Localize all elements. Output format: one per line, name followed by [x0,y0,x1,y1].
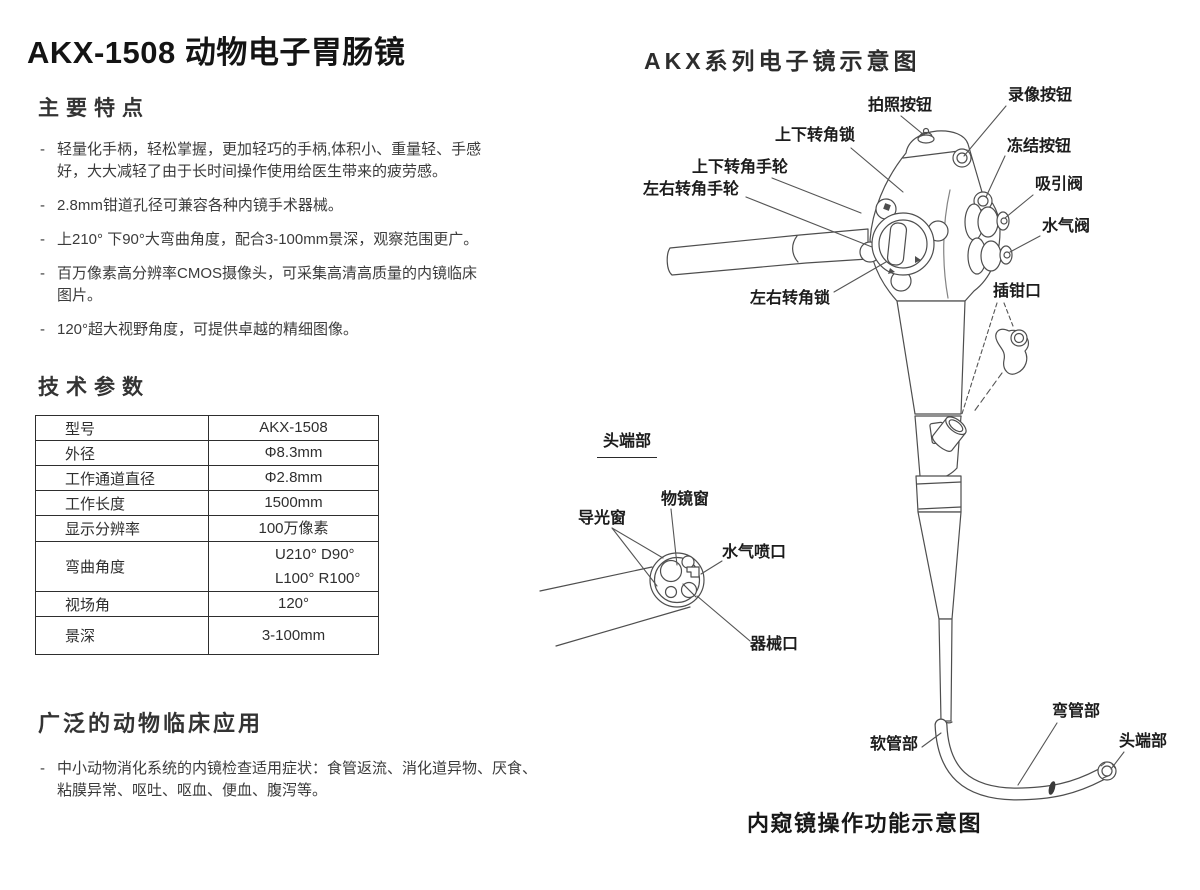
application-item: -中小动物消化系统的内镜检查适用症状：食管返流、消化道异物、厌食、粘膜异常、呕吐… [40,758,540,802]
diagram-label-flexible-tube: 软管部 [870,736,919,753]
diagram-label-ud-angle-lock: 上下转角锁 [775,127,856,144]
feature-item: -上210° 下90°大弯曲角度，配合3-100mm景深，观察范围更广。 [40,229,490,251]
spec-label: 显示分辨率 [35,515,209,542]
leader-lines [611,105,1125,786]
scope-shaft [917,511,962,724]
suction-valve-shape [964,203,1010,241]
page-title: AKX-1508 动物电子胃肠镜 [27,35,406,70]
spec-value: Φ8.3mm [208,440,379,466]
flexible-tube-shape [934,718,1117,801]
diagram-label-distal-end: 头端部 [1119,733,1168,750]
diagram-label-lr-angle-wheel: 左右转角手轮 [643,181,740,198]
feature-item-text: 上210° 下90°大弯曲角度，配合3-100mm景深，观察范围更广。 [57,231,479,248]
tip-cross-section [539,552,705,647]
diagram-label-instrument-channel: 器械口 [750,636,799,653]
bullet-dash: - [40,321,45,338]
spec-label: 景深 [35,616,209,655]
application-item-text: 中小动物消化系统的内镜检查适用症状：食管返流、消化道异物、厌食、粘膜异常、呕吐、… [57,760,538,799]
applications-heading: 广泛的动物临床应用 [38,711,264,736]
feature-item-text: 轻量化手柄，轻松掌握，更加轻巧的手柄,体积小、重量轻、手感好，大大减轻了由于长时… [57,141,482,180]
forceps-clamp-shape [995,328,1030,375]
diagram-label-suction-valve: 吸引阀 [1035,176,1084,193]
spec-value: 3-100mm [208,616,379,655]
diagram-label-air-water-valve: 水气阀 [1042,218,1091,235]
feature-item: -120°超大视野角度，可提供卓越的精细图像。 [40,319,490,341]
diagram-label-photo-button: 拍照按钮 [868,97,933,114]
applications-list: -中小动物消化系统的内镜检查适用症状：食管返流、消化道异物、厌食、粘膜异常、呕吐… [40,758,540,814]
bullet-dash: - [40,265,45,282]
bullet-dash: - [40,141,45,158]
diagram-label-light-guide-window: 导光窗 [578,510,627,527]
diagram-label-freeze-button: 冻结按钮 [1007,138,1072,155]
feature-item: -轻量化手柄，轻松掌握，更加轻巧的手柄,体积小、重量轻、手感好，大大减轻了由于长… [40,139,490,183]
feature-item: -百万像素高分辨率CMOS摄像头，可采集高清高质量的内镜临床图片。 [40,263,490,307]
feature-item-text: 120°超大视野角度，可提供卓越的精细图像。 [57,321,359,338]
diagram-label-objective-window: 物镜窗 [661,491,710,508]
features-list: -轻量化手柄，轻松掌握，更加轻巧的手柄,体积小、重量轻、手感好，大大减轻了由于长… [40,139,490,353]
handle-grip [896,300,967,513]
air-water-valve-shape [967,237,1013,275]
feature-item-text: 2.8mm钳道孔径可兼容各种内镜手术器械。 [57,197,343,214]
diagram-label-forceps-port: 插钳口 [993,283,1042,300]
diagram-label-ud-angle-wheel: 上下转角手轮 [692,159,789,176]
control-wheel [859,198,949,292]
photo-button-shape [917,127,935,144]
feature-item: -2.8mm钳道孔径可兼容各种内镜手术器械。 [40,195,490,217]
diagram-label-lr-angle-lock: 左右转角锁 [750,290,831,307]
bullet-dash: - [40,760,45,777]
diagram-label-record-button: 录像按钮 [1008,87,1073,104]
spec-label: 工作通道直径 [35,465,209,491]
bullet-dash: - [40,197,45,214]
bullet-dash: - [40,231,45,248]
spec-label: 工作长度 [35,490,209,516]
features-heading: 主要特点 [38,97,150,120]
insertion-tube [666,228,869,276]
spec-label: 型号 [35,415,209,441]
diagram-title: AKX系列电子镜示意图 [644,48,921,74]
spec-value: 120° [208,591,379,617]
biopsy-port-cylinder [931,416,967,452]
diagram-caption: 内窥镜操作功能示意图 [747,811,983,836]
spec-value: 1500mm [208,490,379,516]
diagram-label-bending-section: 弯管部 [1052,703,1101,720]
diagram-label-air-water-nozzle: 水气喷口 [722,544,787,561]
spec-label: 弯曲角度 [35,541,209,592]
diagram-label-tip-heading: 头端部 [597,433,658,458]
specs-heading: 技术参数 [38,376,150,399]
feature-item-text: 百万像素高分辨率CMOS摄像头，可采集高清高质量的内镜临床图片。 [57,265,478,304]
spec-value: U210° D90° L100° R100° [208,541,379,592]
